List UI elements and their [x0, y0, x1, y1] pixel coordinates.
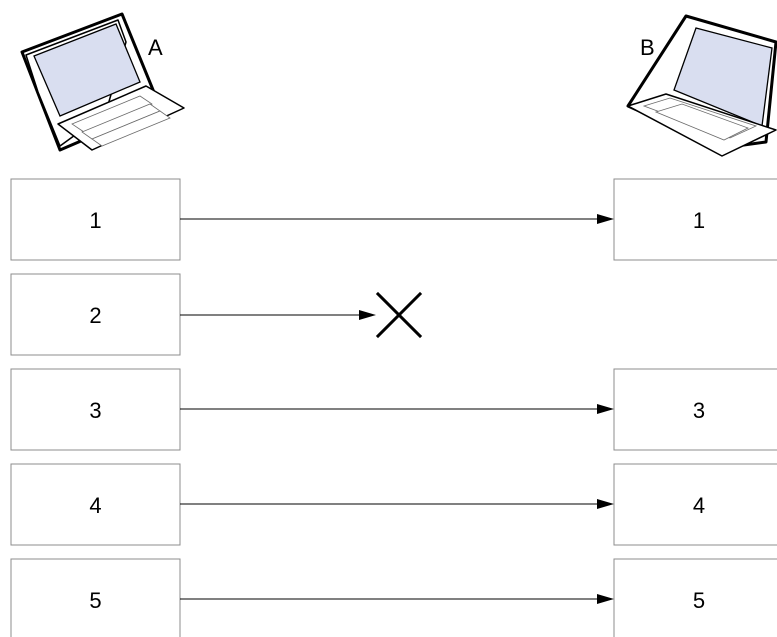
svg-text:5: 5 — [89, 588, 101, 613]
svg-text:3: 3 — [89, 398, 101, 423]
laptop-icon-b — [626, 14, 777, 157]
x-cross-icon — [375, 291, 423, 339]
sender-packet-2: 2 — [10, 273, 181, 356]
svg-text:4: 4 — [693, 493, 705, 518]
keyboard — [642, 97, 758, 141]
arrow-packet-4 — [180, 499, 614, 509]
arrow-packet-3 — [180, 404, 614, 414]
laptop-icon-a — [20, 12, 185, 152]
receiver-packet-1: 1 — [613, 178, 777, 261]
sender-packet-3: 3 — [10, 368, 181, 451]
host-label-b: B — [640, 35, 655, 60]
sender-packet-5: 5 — [10, 558, 181, 637]
svg-text:4: 4 — [89, 493, 101, 518]
sender-packet-4: 4 — [10, 463, 181, 546]
arrow-packet-2-lost — [180, 310, 376, 320]
sender-packet-1: 1 — [10, 178, 181, 261]
svg-text:5: 5 — [693, 588, 705, 613]
receiver-packet-4: 4 — [613, 463, 777, 546]
receiver-packet-5: 5 — [613, 558, 777, 637]
svg-text:1: 1 — [693, 208, 705, 233]
host-label-a: A — [148, 35, 163, 60]
svg-text:3: 3 — [693, 398, 705, 423]
svg-text:2: 2 — [89, 303, 101, 328]
keyboard — [71, 95, 171, 147]
arrow-packet-5 — [180, 594, 614, 604]
arrow-packet-1 — [180, 214, 614, 224]
receiver-packet-3: 3 — [613, 368, 777, 451]
svg-text:1: 1 — [89, 208, 101, 233]
